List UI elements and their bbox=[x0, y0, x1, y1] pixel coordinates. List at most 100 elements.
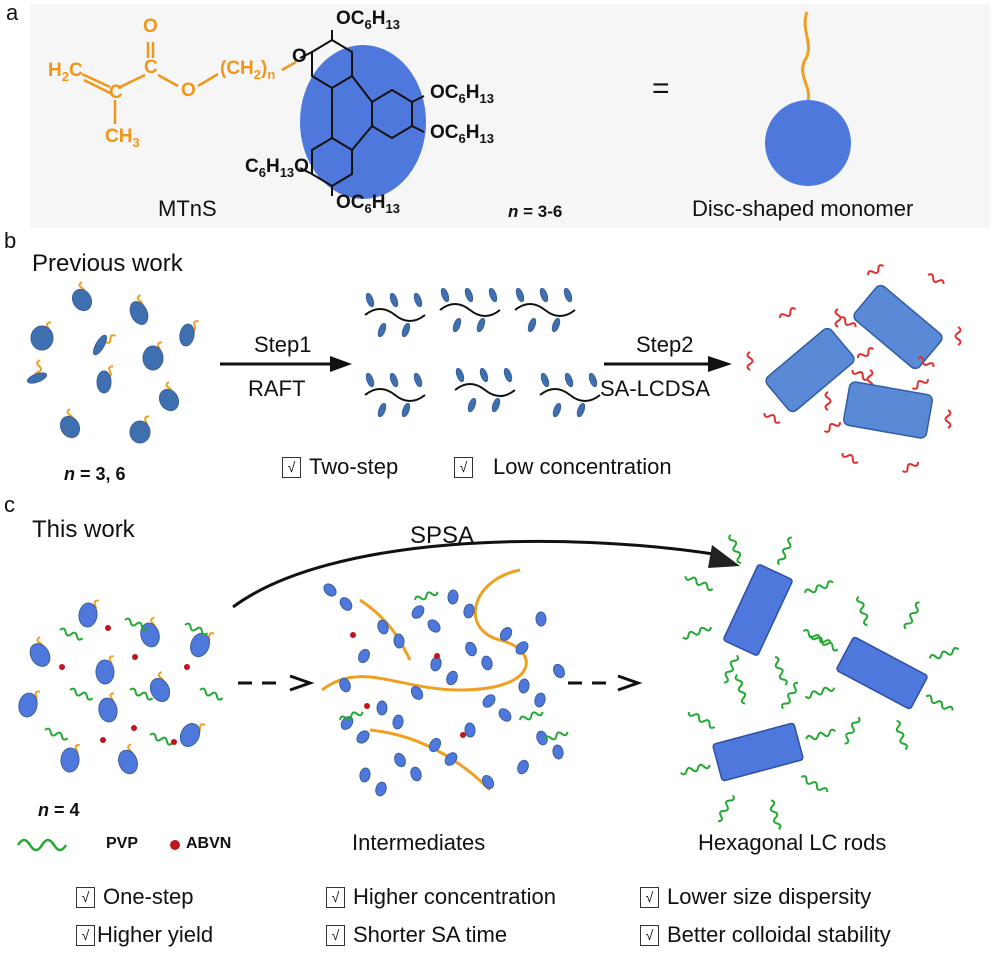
pvp-chain bbox=[925, 694, 954, 711]
monomer-disc bbox=[377, 322, 387, 338]
panel-b-n-values: n = 3, 6 bbox=[64, 464, 126, 484]
side-chain bbox=[857, 347, 875, 359]
side-chain bbox=[746, 351, 754, 371]
monomer-disc bbox=[71, 288, 93, 312]
polymer-backbone bbox=[454, 383, 516, 397]
pvp-chain bbox=[149, 732, 174, 746]
monomer-disc bbox=[428, 737, 442, 753]
side-chain bbox=[944, 409, 952, 429]
pvp-chain bbox=[769, 799, 782, 830]
spsa-arrow-curve bbox=[232, 539, 721, 609]
pvp-chain bbox=[928, 647, 960, 660]
monomer-disc bbox=[515, 287, 525, 303]
compound-name: MTnS bbox=[158, 196, 217, 221]
h2c-label: H2C bbox=[48, 60, 83, 84]
spacer-label: (CH2)n bbox=[220, 58, 276, 82]
side-chain bbox=[779, 307, 797, 319]
monomer-disc bbox=[129, 420, 151, 444]
monomer-disc bbox=[540, 372, 550, 388]
monomer-disc bbox=[440, 287, 450, 303]
monomer-disc bbox=[452, 317, 462, 333]
monomer-disc bbox=[464, 287, 474, 303]
polymer-backbone bbox=[321, 568, 528, 692]
monomer-disc bbox=[394, 752, 406, 768]
hexagonal-rod bbox=[843, 381, 933, 439]
checkbox-icon: √ bbox=[76, 924, 95, 946]
monomer-disc bbox=[446, 670, 458, 686]
monomer-disc bbox=[158, 388, 180, 412]
sa-lcdsa-label: SA-LCDSA bbox=[600, 376, 711, 401]
monomer-disc bbox=[563, 287, 573, 303]
methacrylate-bonds bbox=[81, 42, 297, 124]
monomer-disc bbox=[481, 655, 493, 671]
intermediates-label: Intermediates bbox=[352, 830, 486, 855]
alkene-c-label: C bbox=[109, 82, 123, 103]
monomer-disc bbox=[389, 372, 399, 388]
monomer-disc bbox=[491, 397, 501, 413]
pvp-chain bbox=[682, 626, 712, 640]
monomer-disc bbox=[29, 643, 51, 667]
check-one-step: √One-step bbox=[76, 884, 194, 910]
monomer-disc bbox=[18, 692, 38, 718]
monomer-disc bbox=[60, 747, 80, 773]
monomer-disc bbox=[375, 781, 387, 797]
monomer-disc bbox=[356, 730, 370, 744]
polymer-backbone bbox=[539, 388, 601, 402]
monomer-label: Disc-shaped monomer bbox=[692, 196, 914, 221]
panel-c-n-value: n = 4 bbox=[38, 800, 80, 820]
side-chain bbox=[911, 378, 929, 390]
monomer-disc bbox=[392, 714, 404, 730]
abvn-dot bbox=[105, 625, 111, 631]
step2-arrow-head bbox=[708, 356, 732, 372]
side-chain bbox=[901, 461, 919, 473]
legend-pvp-label: PVP bbox=[106, 835, 139, 852]
monomer-disc bbox=[30, 325, 54, 351]
check-higher-yield: √Higher yield bbox=[76, 922, 213, 948]
pvp-chain bbox=[59, 627, 84, 641]
hexagonal-rod bbox=[765, 327, 855, 413]
pvp-chain bbox=[728, 534, 742, 564]
carbonyl-c-label: C bbox=[144, 57, 158, 78]
pvp-chain bbox=[805, 728, 836, 741]
monomer-disc bbox=[339, 597, 353, 611]
substituent-right-2: OC6H13 bbox=[430, 122, 494, 146]
monomer-disc bbox=[359, 767, 371, 783]
monomer-disc bbox=[365, 292, 375, 308]
monomer-disc bbox=[377, 402, 387, 418]
pvp-chain bbox=[802, 628, 832, 644]
pvp-chain bbox=[124, 617, 149, 631]
pvp-legend-icon bbox=[16, 838, 68, 852]
panel-c-intermediates bbox=[321, 568, 569, 797]
panel-b-rods bbox=[746, 264, 962, 473]
monomer-disc bbox=[539, 287, 549, 303]
pvp-chain bbox=[184, 622, 209, 636]
monomer-disc bbox=[376, 700, 388, 716]
side-chain bbox=[867, 264, 885, 276]
pvp-chain bbox=[687, 711, 716, 729]
abvn-dot bbox=[132, 654, 138, 660]
step1-arrow-head bbox=[330, 356, 352, 372]
pvp-chain bbox=[680, 763, 711, 776]
monomer-tail bbox=[801, 11, 811, 101]
polymer-backbone bbox=[359, 598, 412, 661]
monomer-disc bbox=[410, 766, 422, 782]
polymer-backbone bbox=[514, 303, 576, 317]
monomer-disc bbox=[765, 100, 851, 186]
ester-o-label: O bbox=[181, 80, 196, 101]
monomer-disc bbox=[98, 697, 118, 723]
legend-abvn-label: ABVN bbox=[186, 835, 232, 852]
polymer-backbone bbox=[369, 728, 492, 792]
abvn-dot bbox=[460, 732, 466, 738]
pvp-chain bbox=[339, 711, 364, 721]
substituent-top: OC6H13 bbox=[336, 8, 400, 32]
pvp-chain bbox=[44, 727, 69, 741]
substituent-right-1: OC6H13 bbox=[430, 82, 494, 106]
monomer-disc bbox=[482, 694, 496, 708]
check-two-step: √Two-step bbox=[282, 454, 398, 480]
monomer-disc bbox=[517, 759, 529, 775]
check-low-concentration: √Low concentration bbox=[454, 454, 672, 480]
monomer-disc bbox=[481, 774, 495, 790]
monomer-disc bbox=[551, 317, 561, 333]
check-colloidal-stability: √Better colloidal stability bbox=[640, 922, 891, 948]
monomer-disc bbox=[27, 372, 47, 384]
